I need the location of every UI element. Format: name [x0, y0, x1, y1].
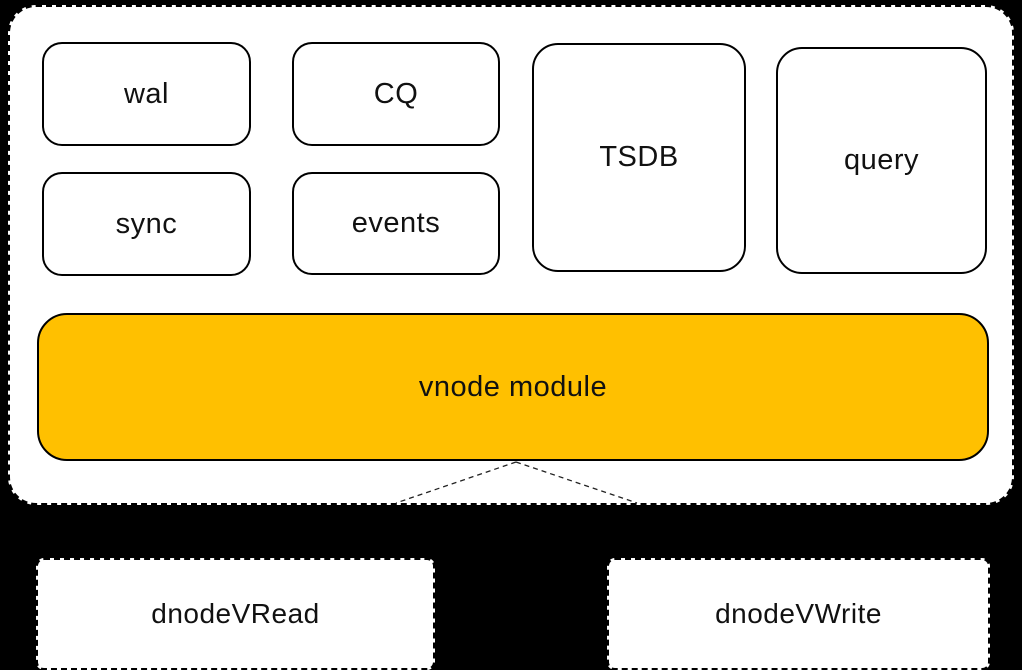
dnode-vread-box: dnodeVRead [36, 558, 435, 670]
module-label-cq: CQ [373, 77, 419, 110]
module-box-query: query [776, 47, 987, 274]
module-box-sync: sync [42, 172, 251, 276]
module-box-events: events [292, 172, 500, 275]
module-box-tsdb: TSDB [532, 43, 746, 272]
module-label-events: events [351, 207, 441, 239]
dnode-vread-label: dnodeVRead [151, 598, 320, 629]
module-label-tsdb: TSDB [599, 141, 679, 173]
module-label-wal: wal [123, 77, 169, 110]
module-label-sync: sync [115, 207, 178, 240]
dnode-vwrite-label: dnodeVWrite [715, 598, 882, 629]
dnode-vwrite-box: dnodeVWrite [607, 558, 990, 670]
vnode-module-label: vnode module [418, 370, 608, 403]
module-box-cq: CQ [292, 42, 500, 146]
module-label-query: query [843, 144, 920, 176]
vnode-module-box: vnode module [37, 313, 989, 461]
module-box-wal: wal [42, 42, 251, 146]
